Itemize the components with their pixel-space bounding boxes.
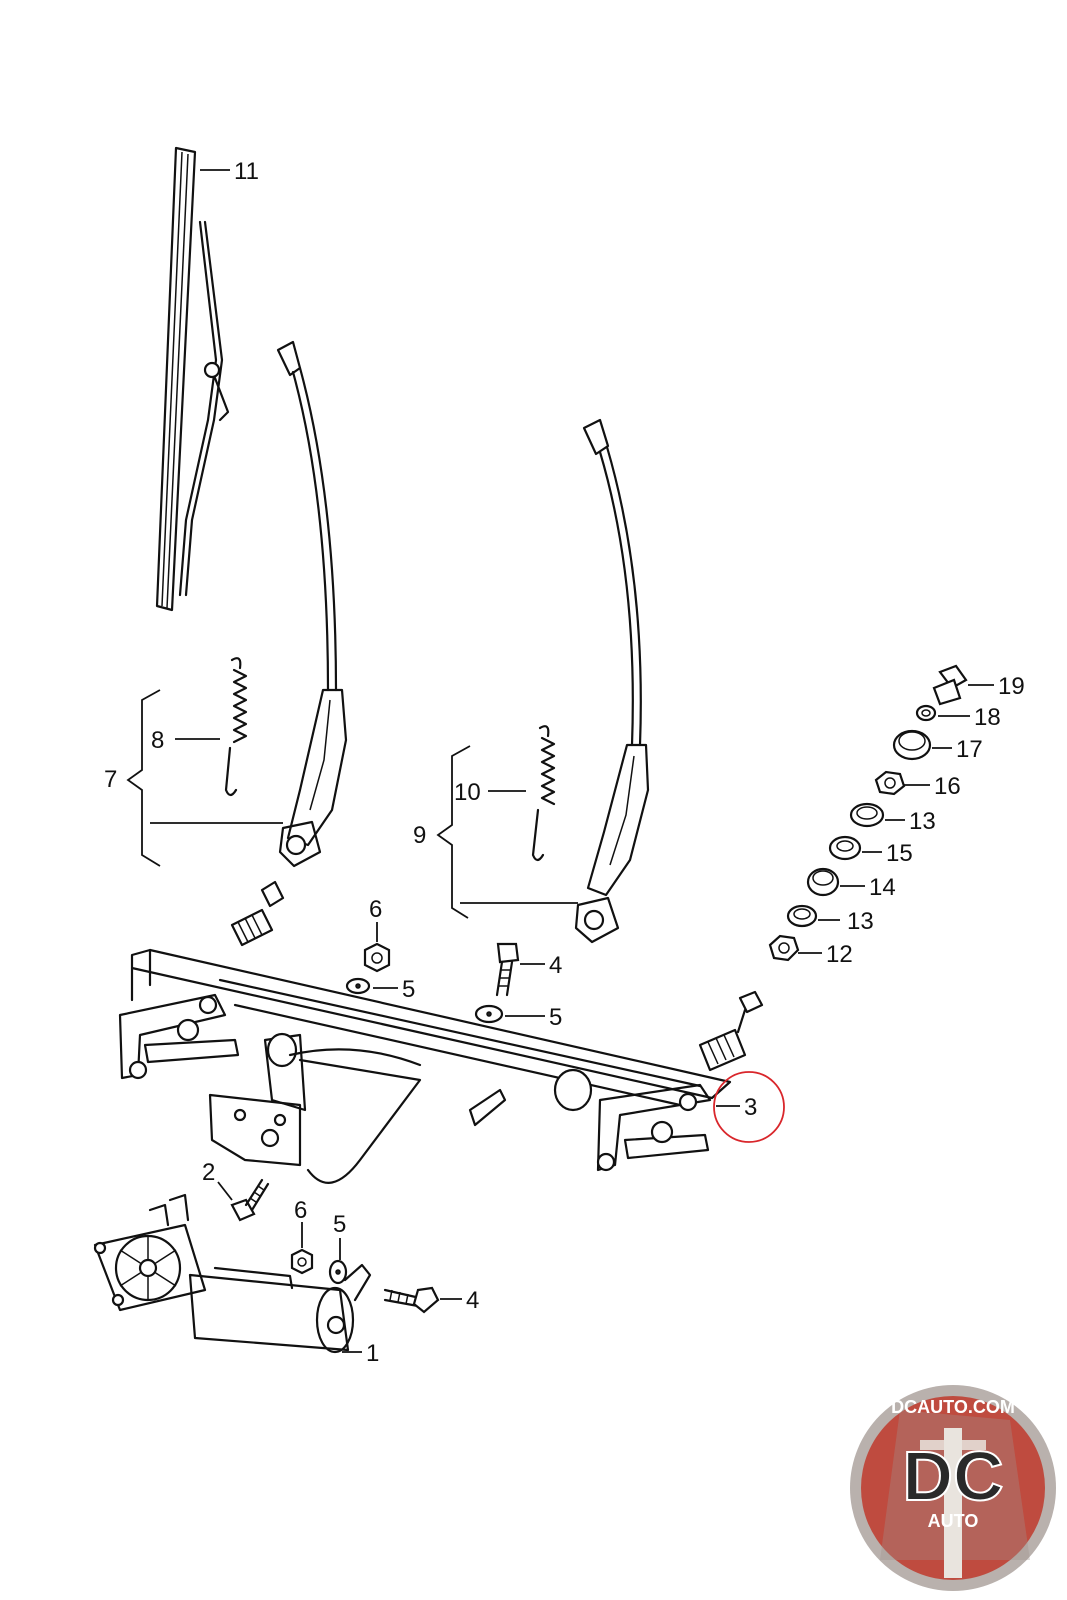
brace-group-7 [126, 689, 283, 867]
callout-labels: 11 8 7 10 9 19 18 17 16 13 15 14 13 12 6… [104, 158, 1025, 1367]
callout-4-upper: 4 [549, 952, 562, 979]
bolt-4-upper [495, 942, 520, 997]
spring-left [224, 657, 248, 797]
callout-14: 14 [869, 874, 896, 901]
callout-18: 18 [974, 704, 1001, 731]
callout-9: 9 [413, 822, 426, 849]
dcauto-logo: DCAUTO.COM DC AUTO [850, 1385, 1056, 1591]
wiper-motor [93, 1193, 372, 1354]
part-19-cap [932, 664, 968, 706]
logo-letters: DC [902, 1437, 1003, 1515]
part-15-nut [828, 835, 862, 861]
bolt-4-lower [383, 1286, 440, 1314]
wiper-frame-linkage [118, 880, 764, 1184]
part-16-nut [874, 770, 906, 796]
callout-12: 12 [826, 941, 853, 968]
callout-5-middle: 5 [549, 1004, 562, 1031]
callout-13-upper: 13 [909, 808, 936, 835]
callout-15: 15 [886, 840, 913, 867]
part-17-bushing [892, 729, 932, 761]
leader-lines [175, 169, 994, 1353]
callout-19: 19 [998, 673, 1025, 700]
callout-7: 7 [104, 766, 117, 793]
wiper-arm-right [574, 418, 650, 944]
part-13-washer-upper [849, 802, 885, 828]
callout-6-lower: 6 [294, 1197, 307, 1224]
highlight-circle [713, 1071, 785, 1143]
callout-2: 2 [202, 1159, 215, 1186]
callout-6-upper: 6 [369, 896, 382, 923]
callout-1: 1 [366, 1340, 379, 1367]
part-13-washer-lower [786, 904, 818, 928]
logo-bottom-text: AUTO [928, 1511, 979, 1531]
callout-5-lower: 5 [333, 1211, 346, 1238]
part-12-nut [768, 934, 800, 962]
wiper-arm-left [276, 340, 348, 868]
callout-11: 11 [234, 158, 259, 185]
washer-5-upper [345, 977, 371, 995]
brace-group-9 [436, 745, 578, 919]
spring-right [531, 725, 556, 862]
logo-top-text: DCAUTO.COM [891, 1397, 1015, 1417]
washer-5-lower [328, 1259, 348, 1285]
callout-3: 3 [744, 1094, 757, 1121]
nut-6-upper [363, 942, 391, 973]
callout-16: 16 [934, 773, 961, 800]
callout-4-lower: 4 [466, 1287, 479, 1314]
washer-5-middle [474, 1004, 504, 1024]
part-18-washer [915, 704, 937, 722]
callout-10: 10 [454, 779, 481, 806]
callout-13-lower: 13 [847, 908, 874, 935]
part-14-bushing [806, 867, 840, 897]
wiper-blade [155, 146, 230, 612]
bolt-2 [230, 1178, 270, 1222]
nut-6-lower [290, 1248, 314, 1275]
callout-17: 17 [956, 736, 983, 763]
callout-8: 8 [151, 727, 164, 754]
callout-5-upper: 5 [402, 976, 415, 1003]
